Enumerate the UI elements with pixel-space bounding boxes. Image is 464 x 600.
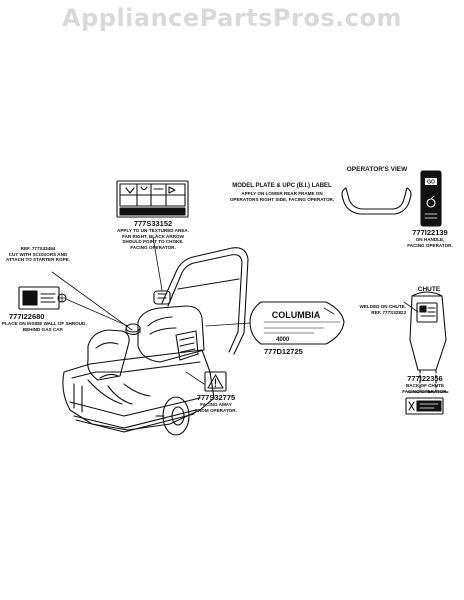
note-777I22139: ON HANDLE, FACING OPERATOR. bbox=[407, 237, 453, 248]
part-number-777I22680: 777I22680 bbox=[9, 312, 45, 321]
chute-title: CHUTE bbox=[417, 286, 441, 293]
note-chute-weld: WELDED ON CHUTE. REF. 777S32823 bbox=[359, 304, 406, 315]
note-777I22356: BACK OF CHUTE FACING OPERATOR. bbox=[402, 383, 448, 394]
watermark: AppliancePartsPros.com bbox=[62, 4, 402, 32]
columbia-model-text: 4000 bbox=[276, 337, 290, 343]
part-number-777S32775: 777S32775 bbox=[196, 393, 236, 402]
part-number-777S33152: 777S33152 bbox=[133, 219, 173, 228]
columbia-brand-text: COLUMBIA bbox=[272, 310, 321, 320]
part-number-777I22356: 777I22356 bbox=[407, 374, 443, 383]
model-plate-note: APPLY ON LOWER REAR FRAME ON OPERATORS R… bbox=[229, 191, 335, 202]
model-plate-title: MODEL PLATE & UPC (B.I.) LABEL bbox=[232, 183, 332, 189]
note-777S33152: APPLY TO UN-TEXTURED AREA. FAR RIGHT, BL… bbox=[117, 228, 189, 250]
part-number-777I22139: 777I22139 bbox=[412, 228, 448, 237]
note-ref-777X43494: REF. 777X43494 CUT WITH SCISSORS AND ATT… bbox=[6, 246, 70, 263]
operators-view-title: OPERATOR'S VIEW bbox=[346, 166, 408, 173]
note-777I22680: PLACE ON INSIDE WALL OF SHROUD, BEHIND G… bbox=[2, 321, 87, 332]
note-777S32775: FACING AWAY FROM OPERATOR. bbox=[195, 402, 237, 413]
operator-sticker-text: GO bbox=[427, 180, 435, 186]
part-number-777D12725: 777D12725 bbox=[264, 347, 303, 356]
